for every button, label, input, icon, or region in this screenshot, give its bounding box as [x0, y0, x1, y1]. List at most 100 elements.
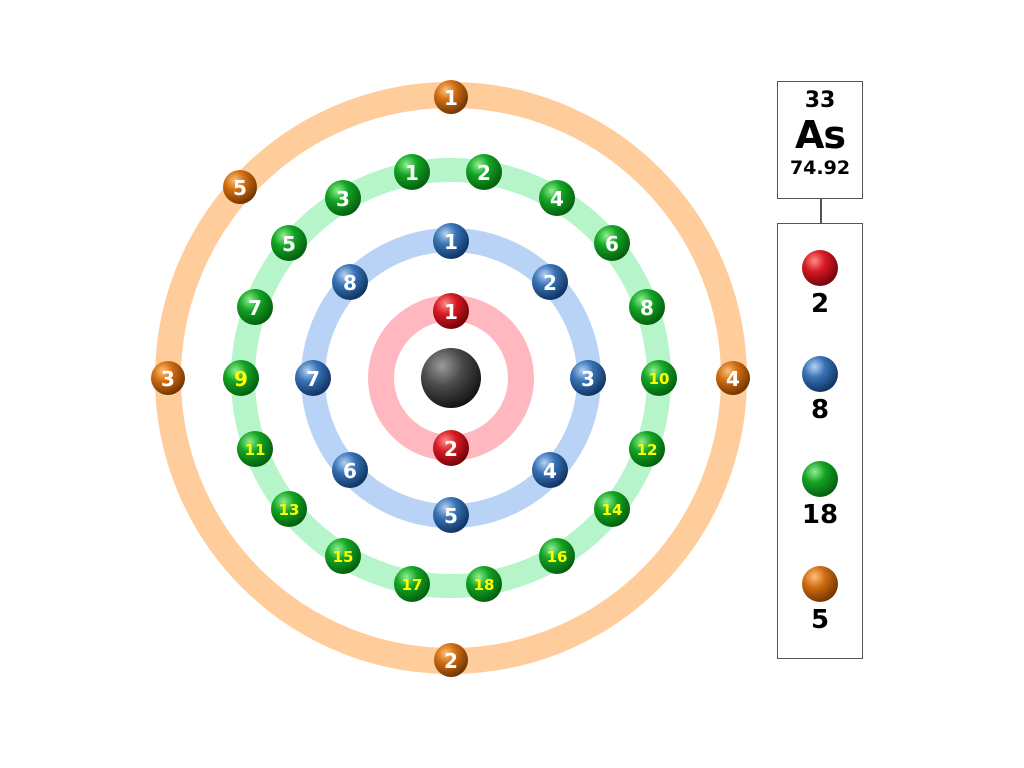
- green-electron-icon: [629, 431, 665, 467]
- nucleus-icon: [421, 348, 481, 408]
- electron-number: 18: [474, 576, 495, 594]
- electron-number: 3: [161, 367, 175, 391]
- electron-shell-4-5: 5: [223, 170, 257, 204]
- legend-item-shell-2: 8: [778, 354, 862, 424]
- electron-shell-2-4: 4: [532, 452, 568, 488]
- electron-shell-3-2: 2: [466, 154, 502, 190]
- electron-number: 1: [444, 300, 458, 324]
- electron-number: 10: [649, 370, 670, 388]
- green-electron-icon: [271, 491, 307, 527]
- electron-shell-3-13: 13: [271, 491, 307, 527]
- electron-number: 5: [233, 176, 247, 200]
- blue-electron-icon: [332, 452, 368, 488]
- electron-shell-3-1: 1: [394, 154, 430, 190]
- green-electron-icon: [394, 566, 430, 602]
- electron-number: 3: [336, 187, 350, 211]
- green-electron-icon: [466, 154, 502, 190]
- green-electron-icon: [594, 491, 630, 527]
- legend-count: 2: [810, 289, 830, 319]
- electron-number: 8: [343, 271, 357, 295]
- shell-legend: 2 8 18 5: [777, 223, 863, 659]
- electron-number: 2: [444, 437, 458, 461]
- electron-shell-3-3: 3: [325, 180, 361, 216]
- electron-number: 2: [477, 161, 491, 185]
- green-electron-icon: [629, 289, 665, 325]
- electron-number: 4: [550, 187, 564, 211]
- electron-number: 6: [605, 232, 619, 256]
- electron-shell-3-8: 8: [629, 289, 665, 325]
- electron-number: 7: [248, 296, 262, 320]
- electron-shell-3-11: 11: [237, 431, 273, 467]
- atomic-number: 33: [804, 88, 836, 113]
- red-electron-icon: [433, 430, 469, 466]
- electron-number: 4: [726, 367, 740, 391]
- electron-number: 2: [543, 271, 557, 295]
- legend-count: 8: [810, 395, 830, 425]
- electron-shell-3-17: 17: [394, 566, 430, 602]
- electron-shell-1-2: 2: [433, 430, 469, 466]
- green-electron-icon: [271, 225, 307, 261]
- electron-number: 5: [282, 232, 296, 256]
- orange-electron-icon: [223, 170, 257, 204]
- electron-shell-1-1: 1: [433, 293, 469, 329]
- electron-shell-3-12: 12: [629, 431, 665, 467]
- blue-electron-icon: [295, 360, 331, 396]
- electron-shell-3-6: 6: [594, 225, 630, 261]
- electron-number: 1: [444, 86, 458, 110]
- element-symbol: As: [794, 113, 846, 157]
- electron-shell-3-4: 4: [539, 180, 575, 216]
- orange-electron-icon: [434, 80, 468, 114]
- electron-shell-3-10: 10: [641, 360, 677, 396]
- legend-count: 5: [810, 605, 830, 635]
- orange-electron-icon: [151, 361, 185, 395]
- green-electron-icon: [237, 289, 273, 325]
- electron-number: 2: [444, 649, 458, 673]
- electron-shell-3-16: 16: [539, 538, 575, 574]
- electron-number: 12: [637, 441, 658, 459]
- electron-number: 5: [444, 504, 458, 528]
- electron-shell-2-6: 6: [332, 452, 368, 488]
- electron-number: 17: [402, 576, 423, 594]
- electron-shell-4-4: 4: [716, 361, 750, 395]
- orange-electron-icon: [716, 361, 750, 395]
- element-info-card: 33 As 74.92: [777, 81, 863, 199]
- electron-number: 9: [234, 367, 248, 391]
- orange-electron-icon: [434, 643, 468, 677]
- blue-electron-icon: [570, 360, 606, 396]
- electron-number: 16: [547, 548, 568, 566]
- blue-electron-icon: [532, 264, 568, 300]
- electron-shell-3-9: 9: [223, 360, 259, 396]
- red-electron-icon: [802, 250, 838, 286]
- blue-electron-icon: [802, 356, 838, 392]
- electron-shell-2-5: 5: [433, 497, 469, 533]
- electron-number: 7: [306, 367, 320, 391]
- green-electron-icon: [539, 180, 575, 216]
- electron-shell-3-5: 5: [271, 225, 307, 261]
- electron-shell-3-15: 15: [325, 538, 361, 574]
- electron-shell-4-1: 1: [434, 80, 468, 114]
- electron-shell-4-2: 2: [434, 643, 468, 677]
- electron-shell-2-1: 1: [433, 223, 469, 259]
- green-electron-icon: [325, 538, 361, 574]
- blue-electron-icon: [332, 264, 368, 300]
- shell-1-electrons: 12: [433, 293, 469, 466]
- electron-number: 1: [405, 161, 419, 185]
- red-electron-icon: [433, 293, 469, 329]
- legend-item-shell-1: 2: [778, 248, 862, 318]
- green-electron-icon: [641, 360, 677, 396]
- electron-number: 3: [581, 367, 595, 391]
- electron-number: 8: [640, 296, 654, 320]
- electron-number: 11: [245, 441, 266, 459]
- electron-number: 14: [602, 501, 623, 519]
- green-electron-icon: [594, 225, 630, 261]
- green-electron-icon: [466, 566, 502, 602]
- electron-shell-3-7: 7: [237, 289, 273, 325]
- green-electron-icon: [802, 461, 838, 497]
- legend-item-shell-4: 5: [778, 564, 862, 634]
- electron-shell-3-18: 18: [466, 566, 502, 602]
- blue-electron-icon: [433, 497, 469, 533]
- electron-number: 13: [279, 501, 300, 519]
